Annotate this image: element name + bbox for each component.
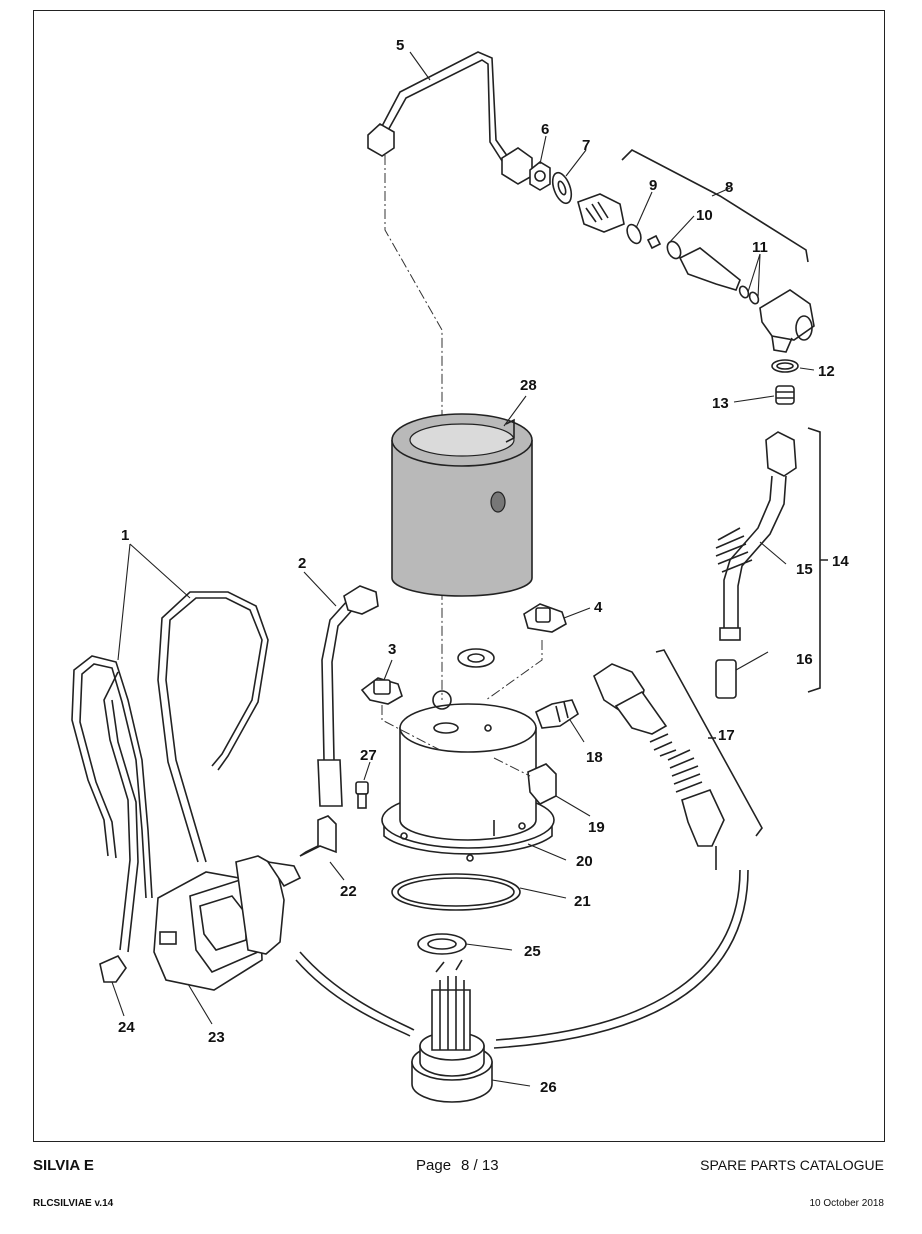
centerline-4	[485, 640, 543, 701]
callout-14: 14	[832, 553, 849, 570]
part-12-seal	[771, 359, 799, 373]
callout-1: 1	[121, 527, 129, 544]
callout-2: 2	[298, 555, 306, 572]
callout-labels: 5 6 7 8 9 10 11 12 13 14 15 16 17 18 19 …	[118, 37, 849, 1096]
callout-18: 18	[586, 749, 603, 766]
bracket-17	[655, 649, 763, 837]
callout-4: 4	[594, 599, 603, 616]
centerline-3	[381, 705, 441, 751]
callout-23: 23	[208, 1029, 225, 1046]
callout-16: 16	[796, 651, 813, 668]
callout-22: 22	[340, 883, 357, 900]
part-27-screw	[355, 781, 369, 809]
part-15-steam-wand	[715, 431, 797, 641]
part-6-nut	[529, 161, 551, 191]
part-13-nipple	[775, 385, 795, 405]
part-17-valve	[593, 663, 725, 870]
callout-25: 25	[524, 943, 541, 960]
centerline-19	[493, 757, 531, 777]
part-3-thermostat	[360, 677, 403, 705]
part-24-connector	[99, 954, 127, 983]
part-18-fitting	[534, 699, 579, 729]
callout-24: 24	[118, 1019, 135, 1036]
page-indicator: Page 8 / 13	[416, 1157, 509, 1174]
document-revision: RLCSILVIAE v.14	[33, 1198, 114, 1209]
callout-20: 20	[576, 853, 593, 870]
water-tube-left-b	[299, 951, 415, 1031]
callout-15: 15	[796, 561, 813, 578]
bracket-14	[807, 427, 828, 693]
callout-17: 17	[718, 727, 735, 744]
part-4-thermostat	[523, 603, 567, 633]
part-20-boiler	[381, 690, 555, 862]
boiler-nut	[457, 648, 495, 668]
callout-28: 28	[520, 377, 537, 394]
bracket-8	[621, 149, 809, 263]
document-date: 10 October 2018	[809, 1198, 885, 1209]
callout-11: 11	[752, 239, 768, 256]
callout-5: 5	[396, 37, 404, 54]
callout-3: 3	[388, 641, 396, 658]
diagram-frame	[33, 10, 885, 1142]
callout-10: 10	[696, 207, 713, 224]
callout-27: 27	[360, 747, 377, 764]
part-8-steam-valve	[577, 193, 815, 353]
callout-6: 6	[541, 121, 549, 138]
callout-19: 19	[588, 819, 605, 836]
catalog-title: SPARE PARTS CATALOGUE	[700, 1157, 884, 1173]
part-22-elbow	[299, 815, 337, 857]
part-16-tip	[715, 659, 737, 699]
callout-8: 8	[725, 179, 733, 196]
page-number: 8 / 13	[461, 1157, 499, 1174]
callout-12: 12	[818, 363, 835, 380]
callout-9: 9	[649, 177, 657, 194]
callout-21: 21	[574, 893, 591, 910]
part-28-insulation-sleeve	[391, 413, 533, 597]
leader-lines	[111, 51, 815, 1087]
water-tube-right-b	[493, 869, 749, 1049]
part-25-seal	[417, 933, 467, 955]
part-26-heating-element	[411, 959, 493, 1103]
part-23-pump	[153, 855, 302, 991]
part-21-gasket	[391, 873, 521, 911]
callout-26: 26	[540, 1079, 557, 1096]
callout-7: 7	[582, 137, 590, 154]
part-2-hose	[317, 585, 379, 807]
page-label: Page	[416, 1157, 452, 1174]
centerline-steam	[384, 155, 443, 700]
water-tube-left	[295, 959, 411, 1037]
part-7-lock-washer	[551, 171, 573, 205]
part-5-steam-pipe	[367, 51, 533, 185]
callout-13: 13	[712, 395, 729, 412]
part-1-tubes	[71, 591, 269, 953]
model-name: SILVIA E	[33, 1157, 94, 1174]
water-tube-right	[495, 869, 741, 1041]
